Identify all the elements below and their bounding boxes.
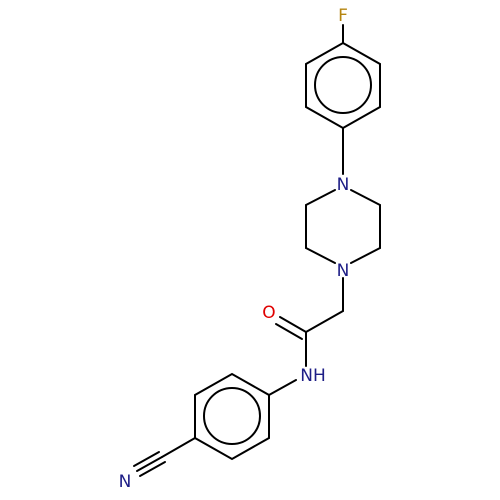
- bond-c-right-n4: [350, 247, 381, 264]
- bond-carbonyl-o-2: [275, 323, 303, 340]
- bond-ring-nitrile-c: [161, 437, 196, 458]
- carbonyl-oxygen-label: O: [262, 303, 275, 323]
- bond-nh-phenyl: [268, 379, 297, 396]
- nitrile-n-label: N: [119, 472, 132, 492]
- fluorophenyl-ring: [305, 24, 381, 175]
- nitrile-triple-bond-2: [133, 451, 160, 467]
- bond-n4-c-left: [305, 247, 336, 264]
- acetamide-linker: [268, 277, 344, 396]
- piperazine-n-bottom-label: N: [337, 261, 350, 281]
- cyanophenyl-hexagon: [194, 372, 270, 461]
- piperazine-ring: [305, 189, 381, 264]
- cyanophenyl-ring: [133, 372, 270, 477]
- fluorophenyl-hexagon: [305, 41, 381, 130]
- nitrile-triple-bond-1: [136, 456, 163, 472]
- fluorophenyl-aromatic-circle: [314, 56, 372, 114]
- bond-n1-c-right: [350, 189, 381, 206]
- atom-labels: F N N O NH N: [119, 6, 350, 492]
- bond-ch2-carbonyl: [305, 310, 344, 333]
- cyanophenyl-aromatic-circle: [203, 387, 261, 445]
- bond-carbonyl-o-1: [279, 316, 307, 333]
- bond-c-left-n1: [305, 189, 336, 206]
- amide-nh-label: NH: [300, 366, 326, 386]
- nitrile-triple-bond-3: [139, 461, 166, 477]
- fluorine-label: F: [338, 6, 348, 26]
- piperazine-n-top-label: N: [337, 175, 350, 195]
